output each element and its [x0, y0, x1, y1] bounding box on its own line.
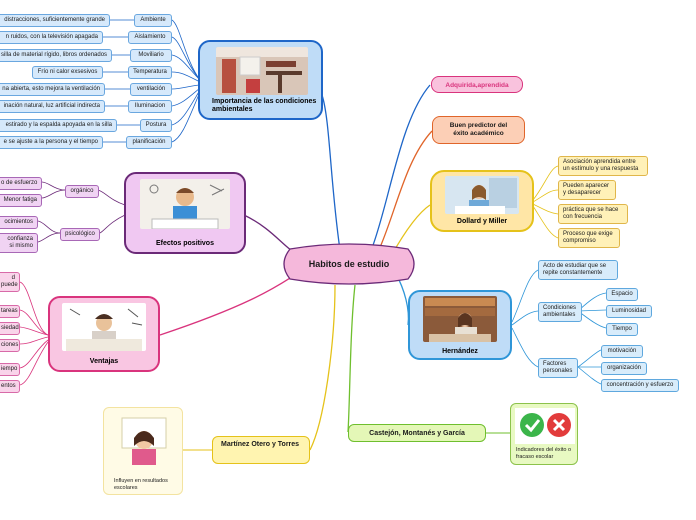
label-planificacion[interactable]: planificación	[126, 136, 172, 149]
topic-efectos-title: Efectos positivos	[156, 240, 214, 247]
tired-student-icon	[62, 303, 146, 351]
topic-dollard-title: Dollard y Miller	[456, 218, 508, 225]
detail-aislamiento[interactable]: n ruidos, con la televisión apagada	[0, 31, 103, 44]
martinez-note: Influyen en resultados escolares	[114, 478, 168, 491]
dollard-item-1[interactable]: Asociación aprendida entre un estímulo y…	[558, 156, 648, 176]
detail-iluminacion[interactable]: inación natural, luz artificial indirect…	[0, 100, 105, 113]
group-organico[interactable]: orgánico	[65, 185, 99, 198]
psicologico-item-1[interactable]: ocimientos	[0, 216, 38, 229]
condiciones-tiempo[interactable]: Tiempo	[606, 323, 638, 336]
ventaja-item-4[interactable]: ciones	[0, 339, 20, 352]
topic-dollard[interactable]: Dollard y Miller	[430, 170, 534, 232]
dollard-item-4[interactable]: Proceso que exige compromiso	[558, 228, 620, 248]
topic-castejon[interactable]: Castejón, Montanés y García	[348, 424, 486, 442]
hernandez-item-2[interactable]: Condiciones ambientales	[538, 302, 582, 322]
topic-hernandez[interactable]: Hernández	[408, 290, 512, 360]
topic-hernandez-title: Hernández	[442, 348, 478, 355]
topic-predictor[interactable]: Buen predictor del éxito académico	[432, 116, 525, 144]
label-iluminacion[interactable]: Iluminacion	[128, 100, 172, 113]
topic-martinez[interactable]: Martínez Otero y Torres	[212, 436, 310, 464]
student-photo	[140, 179, 230, 229]
central-title: Habitos de estudio	[308, 259, 390, 269]
personales-concentracion[interactable]: concentración y esfuerzo	[601, 379, 679, 392]
girl-reading-photo	[445, 176, 519, 214]
detail-ambiente[interactable]: distracciones, suficientemente grande	[0, 14, 110, 27]
central-topic[interactable]: Habitos de estudio	[280, 243, 418, 285]
group-psicologico[interactable]: psicológico	[60, 228, 100, 241]
psicologico-item-2[interactable]: confianza si mismo	[0, 233, 38, 253]
ventaja-item-3[interactable]: siedad	[0, 322, 20, 335]
topic-martinez-title: Martínez Otero y Torres	[221, 441, 300, 448]
label-moviliario[interactable]: Moviliario	[130, 49, 172, 62]
hernandez-item-1[interactable]: Acto de estudiar que se repite constante…	[538, 260, 618, 280]
topic-efectos[interactable]: Efectos positivos	[124, 172, 246, 254]
castejon-note-card[interactable]: Indicadores del éxito o fracaso escolar	[510, 403, 578, 465]
teacher-icon	[121, 417, 167, 465]
student-writing-icon	[140, 179, 230, 229]
room-photo	[216, 47, 308, 95]
topic-adquirida-title: Adquirida,aprendida	[445, 82, 509, 89]
label-ambiente[interactable]: Ambiente	[134, 14, 172, 27]
central-shape	[283, 243, 415, 285]
desk-photo	[62, 303, 146, 351]
dollard-item-2[interactable]: Pueden aparecer y desaparecer	[558, 180, 616, 200]
detail-moviliario[interactable]: silla de material rígido, libros ordenad…	[0, 49, 112, 62]
green-check-icon	[524, 419, 541, 433]
topic-adquirida[interactable]: Adquirida,aprendida	[431, 76, 523, 93]
dollard-item-3[interactable]: práctica que se hace con frecuencia	[558, 204, 628, 224]
label-temperatura[interactable]: Temperatura	[128, 66, 172, 79]
library-student-icon	[423, 296, 497, 342]
topic-importancia-title: Importancia de las condiciones ambiental…	[212, 98, 317, 114]
indicator-icons	[515, 408, 575, 444]
study-photo	[423, 296, 497, 342]
ventaja-item-2[interactable]: tareas	[0, 305, 20, 318]
detail-planificacion[interactable]: e se ajuste a la persona y el tiempo	[0, 136, 103, 149]
ventaja-item-5[interactable]: iempo	[0, 363, 20, 376]
organico-item-2[interactable]: Menor fatiga	[0, 194, 42, 207]
detail-temperatura[interactable]: Frío ni calor exsesivos	[32, 66, 103, 79]
ventaja-item-6[interactable]: entos	[0, 380, 20, 393]
condiciones-luminosidad[interactable]: Luminosidad	[606, 305, 652, 318]
check-cross-icons	[520, 413, 571, 437]
topic-predictor-title: Buen predictor del éxito académico	[449, 122, 508, 137]
castejon-note: Indicadores del éxito o fracaso escolar	[516, 447, 572, 460]
detail-ventilacion[interactable]: na abierta, esto mejora la ventilación	[0, 83, 105, 96]
martinez-note-card[interactable]: Influyen en resultados escolares	[103, 407, 183, 495]
label-aislamiento[interactable]: Aislamiento	[128, 31, 172, 44]
girl-reading-icon	[445, 176, 519, 214]
room-image-icon	[216, 47, 308, 95]
detail-postura[interactable]: estirado y la espalda apoyada en la sill…	[0, 119, 117, 132]
topic-importancia[interactable]: Importancia de las condiciones ambiental…	[198, 40, 323, 120]
label-ventilacion[interactable]: ventilación	[130, 83, 172, 96]
topic-ventajas[interactable]: Ventajas	[48, 296, 160, 372]
personales-organizacion[interactable]: organización	[601, 362, 647, 375]
red-x-icon	[552, 418, 566, 432]
label-postura[interactable]: Postura	[140, 119, 172, 132]
topic-ventajas-title: Ventajas	[89, 358, 119, 365]
personales-motivacion[interactable]: motivación	[601, 345, 643, 358]
hernandez-item-3[interactable]: Factores personales	[538, 358, 578, 378]
organico-item-1[interactable]: o de esfuerzo	[0, 177, 42, 190]
ventaja-item-1[interactable]: d puede	[0, 272, 20, 292]
topic-castejon-title: Castejón, Montanés y García	[369, 430, 465, 437]
condiciones-espacio[interactable]: Espacio	[606, 288, 638, 301]
